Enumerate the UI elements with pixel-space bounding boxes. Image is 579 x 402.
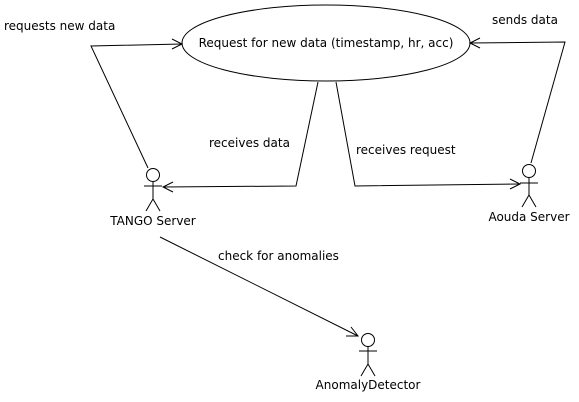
edge-tango-receives-data[interactable]: receives data	[161, 81, 319, 193]
arrowhead-icon	[468, 37, 481, 49]
connector-line	[469, 41, 566, 164]
actor-aouda-server[interactable]: Aouda Server	[488, 164, 570, 225]
edge-tango-requests-new-data[interactable]: requests new data	[4, 19, 184, 169]
actor-anomaly-detector[interactable]: AnomalyDetector	[316, 333, 421, 393]
actor-tango-server[interactable]: TANGO Server	[109, 168, 196, 229]
stick-figure-icon	[520, 164, 538, 208]
edge-label: sends data	[492, 13, 558, 27]
edge-aouda-sends-data[interactable]: sends data	[468, 13, 566, 164]
arrowhead-icon	[171, 38, 184, 50]
connector-line	[162, 81, 319, 188]
connector-line	[335, 81, 521, 187]
edge-label: receives data	[209, 136, 290, 150]
actor-name: AnomalyDetector	[316, 378, 421, 392]
arrowhead-icon	[346, 326, 360, 337]
edge-aouda-receives-request[interactable]: receives request	[335, 81, 522, 190]
edge-label: requests new data	[4, 19, 115, 33]
arrowhead-icon	[161, 181, 174, 193]
edge-label: receives request	[356, 143, 456, 157]
use-case-request-new-data[interactable]: Request for new data (timestamp, hr, acc…	[181, 4, 471, 82]
use-case-label: Request for new data (timestamp, hr, acc…	[199, 36, 454, 50]
edge-label: check for anomalies	[218, 249, 339, 263]
stick-figure-icon	[144, 168, 162, 212]
actor-name: TANGO Server	[109, 214, 196, 228]
connector-line	[159, 236, 359, 337]
actor-name: Aouda Server	[488, 210, 569, 224]
edge-check-for-anomalies[interactable]: check for anomalies	[159, 236, 360, 337]
stick-figure-icon	[359, 333, 377, 377]
connector-line	[90, 43, 183, 169]
arrowhead-icon	[509, 178, 522, 190]
